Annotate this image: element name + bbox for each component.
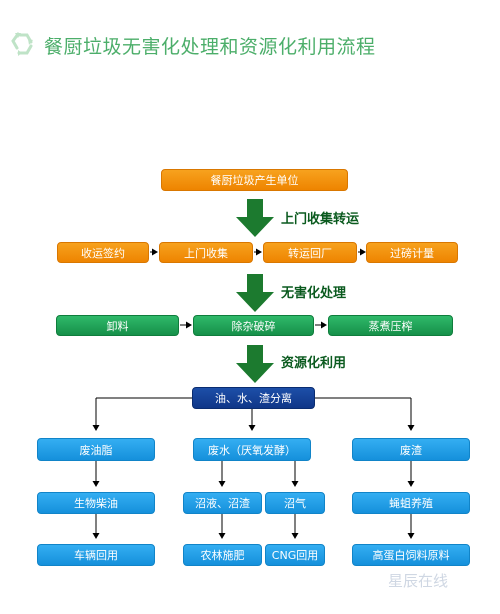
step-box: 收运签约 [57,242,149,263]
source-box: 餐厨垃圾产生单位 [161,169,348,191]
stage-label-collection: 上门收集转运 [281,212,360,227]
recycle-icon [11,32,33,56]
stage-arrow-icon [236,345,274,383]
stage-label-treatment: 无害化处理 [281,286,347,301]
stage-arrow-icon [236,274,274,312]
branch-box: CNG回用 [265,544,325,566]
branch-box: 农林施肥 [183,544,262,566]
separation-box: 油、水、渣分离 [192,387,315,409]
step-box: 除杂破碎 [193,315,314,336]
step-box: 过磅计量 [366,242,458,263]
step-box: 转运回厂 [263,242,357,263]
branch-box: 车辆回用 [37,544,155,566]
stage-label-utilization: 资源化利用 [281,356,347,371]
page-title: 餐厨垃圾无害化处理和资源化利用流程 [44,36,376,58]
branch-box: 废水（厌氧发酵） [193,438,311,461]
branch-box: 废油脂 [37,438,155,461]
step-box: 上门收集 [159,242,253,263]
branch-box: 生物柴油 [37,492,155,514]
branch-box: 沼气 [265,492,325,514]
branch-box: 沼液、沼渣 [183,492,262,514]
step-box: 蒸煮压榨 [328,315,453,336]
watermark: 星辰在线 [388,572,449,590]
branch-box: 高蛋白饲料原料 [352,544,470,566]
branch-box: 蝇蛆养殖 [352,492,470,514]
step-box: 卸料 [56,315,179,336]
branch-box: 废渣 [352,438,470,461]
stage-arrow-icon [236,199,274,237]
